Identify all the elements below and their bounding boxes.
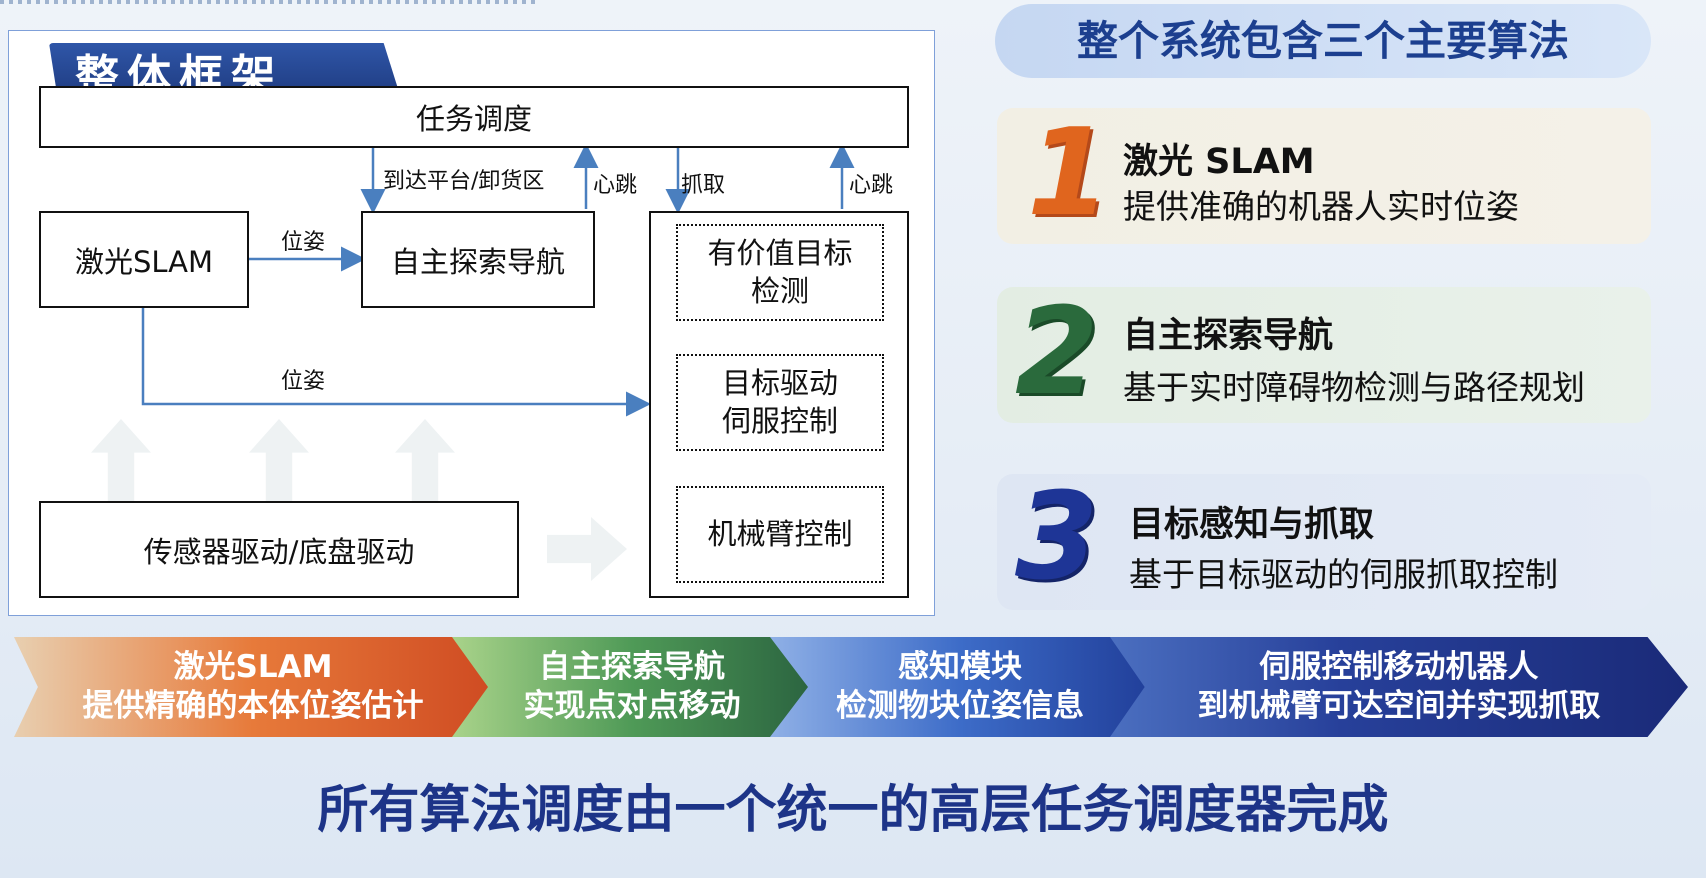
pipeline-line1: 激光SLAM (173, 649, 333, 686)
sensor-chassis-box: 传感器驱动/底盘驱动 (39, 501, 519, 598)
pose-label: 位姿 (281, 230, 326, 255)
pipeline-line1: 感知模块 (898, 649, 1022, 686)
arm-control-box: 机械臂控制 (676, 486, 884, 583)
algorithm-card-2: 2 自主探索导航 基于实时障碍物检测与路径规划 (997, 287, 1651, 423)
algorithm-title: 激光 SLAM (1123, 142, 1315, 182)
slam-box: 激光SLAM (39, 211, 249, 308)
target-detection-box: 有价值目标 检测 (676, 224, 884, 321)
pipeline-line2: 检测物块位姿信息 (836, 688, 1084, 724)
pipeline-line2: 到机械臂可达空间并实现抓取 (1197, 688, 1601, 724)
grab-label: 抓取 (681, 173, 726, 198)
pipeline-line2: 实现点对点移动 (523, 688, 741, 724)
task-scheduler-box: 任务调度 (39, 86, 909, 148)
navigation-box: 自主探索导航 (361, 211, 595, 308)
servo-control-box: 目标驱动 伺服控制 (676, 354, 884, 451)
arrive-label: 到达平台/卸货区 (383, 169, 545, 194)
pipeline-step-servo-grasp: 伺服控制移动机器人 到机械臂可达空间并实现抓取 (1110, 637, 1688, 737)
pipeline-step-navigation: 自主探索导航 实现点对点移动 (452, 637, 812, 737)
algorithm-desc: 提供准确的机器人实时位姿 (1123, 187, 1519, 226)
pipeline-line2: 提供精确的本体位姿估计 (82, 688, 424, 724)
pipeline-step-slam: 激光SLAM 提供精确的本体位姿估计 (14, 637, 492, 737)
connector-arrows (141, 143, 855, 417)
algorithm-card-1: 1 激光 SLAM 提供准确的机器人实时位姿 (997, 108, 1651, 244)
algorithm-desc: 基于实时障碍物检测与路径规划 (1123, 368, 1585, 407)
algorithm-title: 目标感知与抓取 (1129, 505, 1375, 545)
framework-panel: 整体框架 任务调度 到达平台/卸货区 心跳 抓取 心跳 激光SLAM 位姿 自主… (8, 30, 935, 616)
system-title: 整个系统包含三个主要算法 (995, 4, 1651, 78)
number-2-icon: 2 (1015, 283, 1099, 422)
number-1-icon: 1 (1027, 104, 1111, 243)
number-3-icon: 3 (1015, 468, 1099, 607)
detect-line1: 有价值目标 (707, 235, 853, 270)
servo-line1: 目标驱动 (721, 365, 838, 400)
algorithm-title: 自主探索导航 (1123, 316, 1334, 356)
algorithm-desc: 基于目标驱动的伺服抓取控制 (1129, 555, 1558, 594)
servo-line2: 伺服控制 (721, 403, 838, 438)
heartbeat-label: 心跳 (849, 173, 894, 198)
top-dotted-rule (0, 0, 540, 4)
heartbeat-label: 心跳 (593, 173, 638, 198)
pose-label: 位姿 (281, 369, 326, 394)
pipeline-line1: 自主探索导航 (539, 649, 725, 686)
pipeline-step-perception: 感知模块 检测物块位姿信息 (770, 637, 1150, 737)
detect-line2: 检测 (750, 273, 809, 308)
algorithm-card-3: 3 目标感知与抓取 基于目标驱动的伺服抓取控制 (997, 474, 1651, 610)
summary-text: 所有算法调度由一个统一的高层任务调度器完成 (317, 781, 1389, 840)
pipeline-line1: 伺服控制移动机器人 (1259, 649, 1539, 686)
